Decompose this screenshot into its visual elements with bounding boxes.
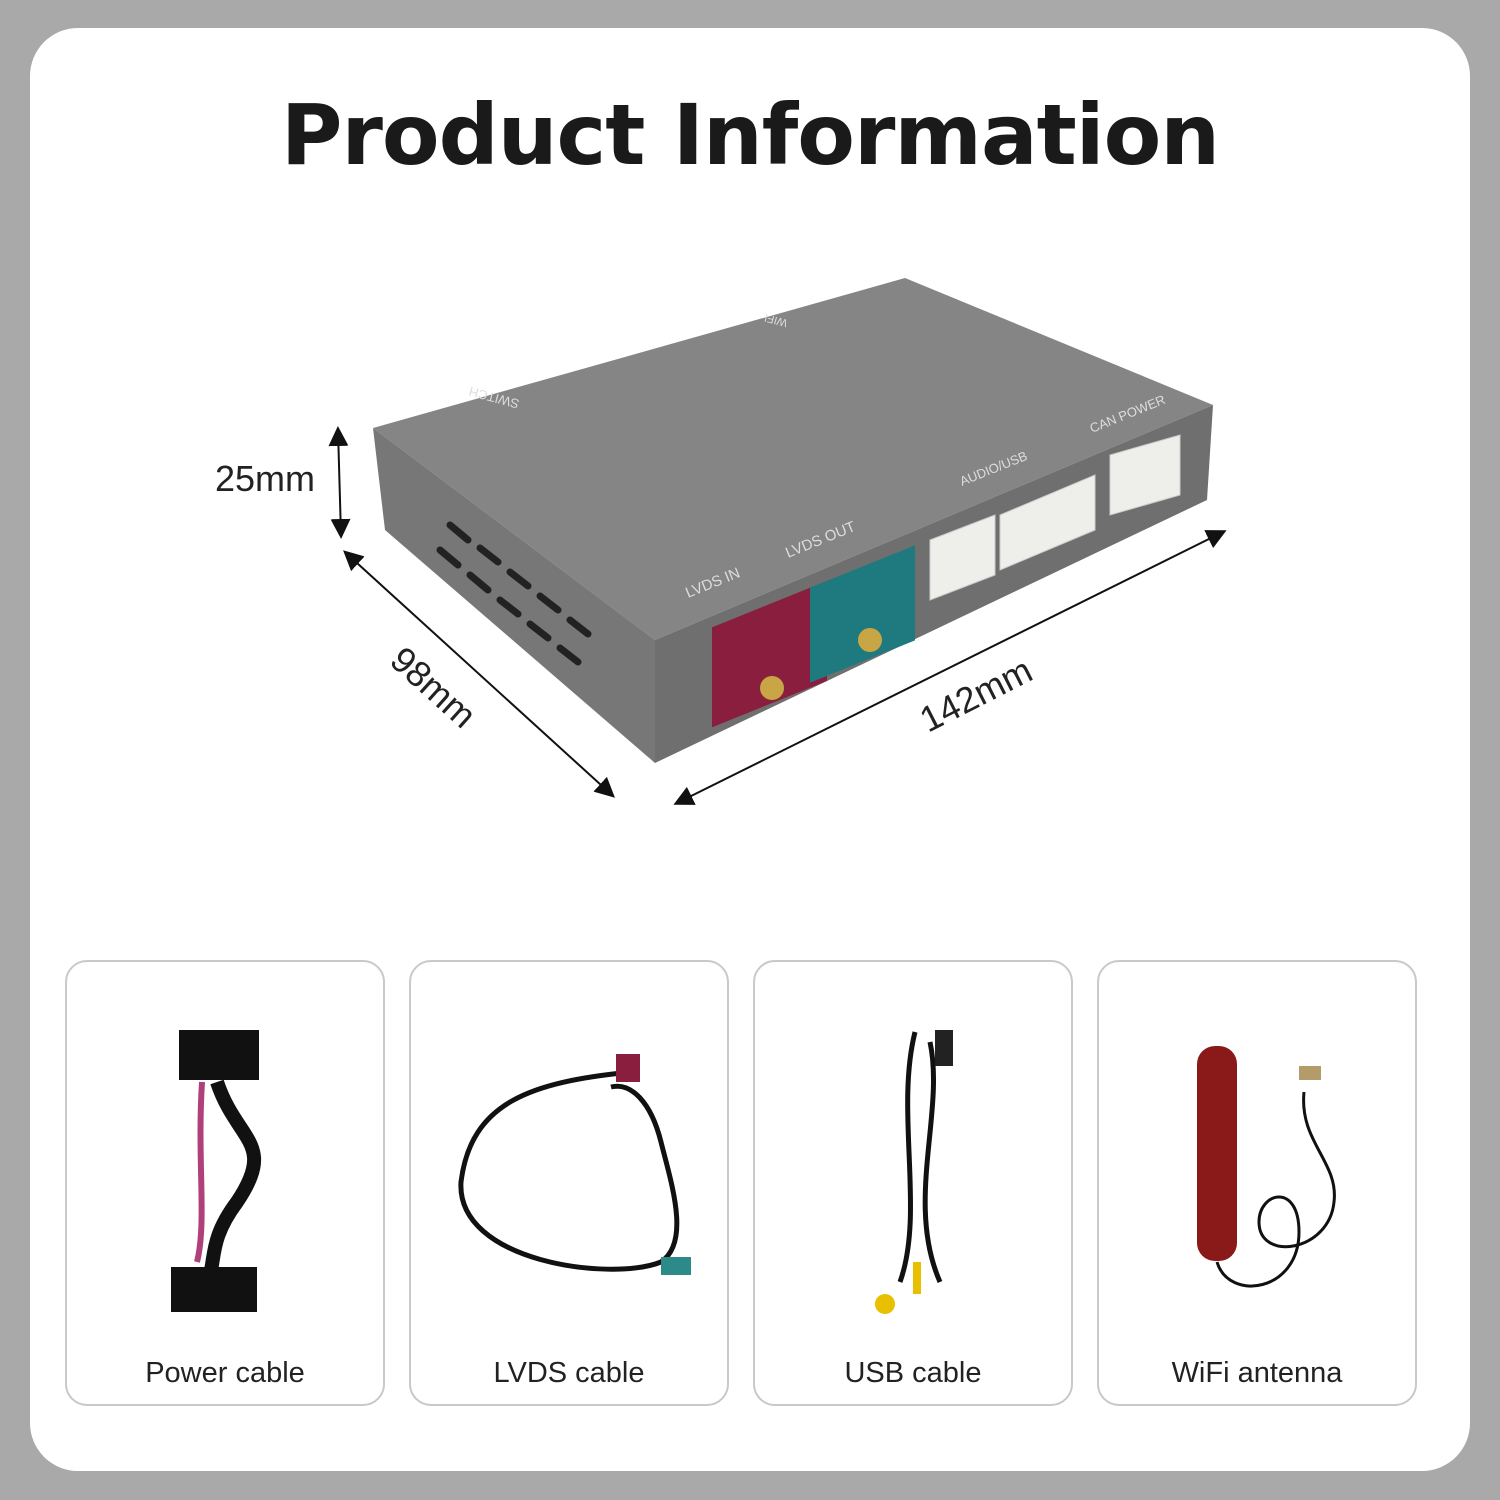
- depth-arrow: [343, 550, 615, 798]
- can-power-connector: [1109, 434, 1181, 516]
- height-arrow: [328, 426, 351, 539]
- label-wifi: WIFI: [763, 311, 789, 329]
- height-label: 25mm: [215, 458, 315, 499]
- accessory-label: WiFi antenna: [1171, 1357, 1343, 1389]
- power-cable-image: [171, 1030, 262, 1312]
- accessory-label: USB cable: [844, 1357, 982, 1389]
- wifi-antenna-image: [1197, 1046, 1336, 1288]
- accessory-card-usb-cable: USB cable: [753, 960, 1073, 1406]
- width-arrow: [673, 530, 1227, 805]
- box-top-face: [373, 278, 1213, 640]
- accessory-card-power-cable: Power cable: [65, 960, 385, 1406]
- usb-cable-image: [875, 1030, 953, 1314]
- accessory-card-lvds-cable: LVDS cable: [409, 960, 729, 1406]
- lvds-cable-image: [458, 1054, 691, 1275]
- accessory-card-wifi-antenna: WiFi antenna: [1097, 960, 1417, 1406]
- product-illustration: SWITCH WIFI CAN POWER AUDIO/USB LVDS OUT…: [215, 278, 1227, 805]
- page-title: Product Information: [280, 86, 1220, 184]
- depth-label: 98mm: [383, 638, 485, 735]
- width-label: 142mm: [913, 649, 1039, 740]
- accessory-label: LVDS cable: [493, 1357, 645, 1389]
- accessory-label: Power cable: [145, 1357, 305, 1389]
